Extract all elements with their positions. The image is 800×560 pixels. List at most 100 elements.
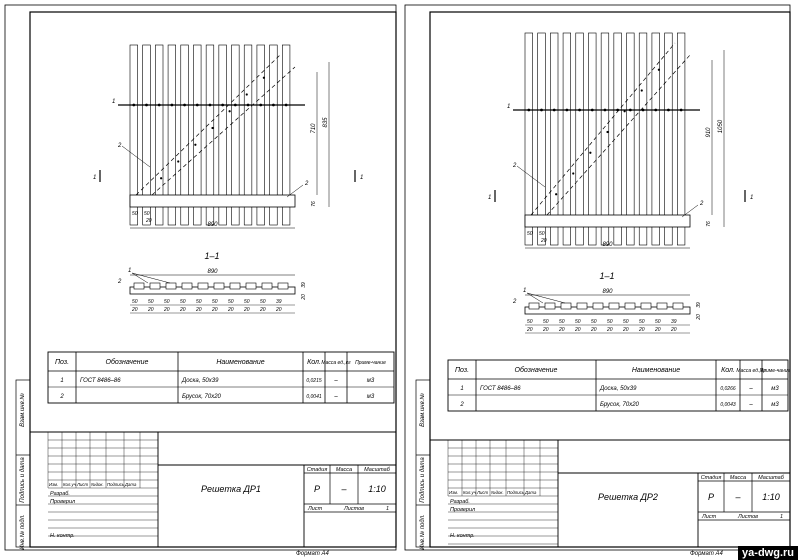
bottom-rail — [524, 214, 691, 228]
tb-sheet-label: Лист — [307, 506, 323, 512]
tb-col_sign: Подпись — [107, 482, 125, 487]
dim-w50b: 50 — [539, 231, 545, 237]
section-dim-row2: 20 — [542, 327, 549, 333]
section-dim: 50 — [575, 319, 581, 325]
tb-stage: Р — [314, 484, 320, 494]
callout-2b: 2 — [699, 201, 704, 207]
side-label: Подпись и дата — [20, 457, 26, 503]
fence-board — [193, 44, 202, 226]
section-board — [149, 282, 161, 290]
drawing-frame — [29, 11, 397, 548]
section-callout-2: 2 — [512, 299, 517, 305]
fence-board — [218, 44, 227, 226]
section-width-text: 890 — [207, 269, 218, 275]
fence-board — [651, 32, 660, 246]
spec-cell-designation: ГОСТ 8486–86 — [480, 386, 521, 392]
spec-table — [447, 359, 789, 412]
section-board — [608, 302, 620, 310]
section-callout-1: 1 — [523, 288, 526, 294]
rail-nail — [170, 103, 174, 107]
section-dim-row2: 20 — [670, 327, 677, 333]
section-board — [560, 302, 572, 310]
callout-2b-leader — [286, 184, 304, 198]
section-h2: 20 — [696, 314, 702, 321]
tb-stage-label: Стадия — [701, 475, 722, 481]
spec-cell-mass: – — [333, 378, 338, 384]
spec-cell-designation: ГОСТ 8486–86 — [80, 378, 121, 384]
drawing-title: Решетка ДР1 — [201, 484, 261, 494]
tb-nkontr: Н. контр. — [50, 533, 75, 539]
side-label: Взам.инв.№ — [19, 393, 26, 427]
spec-table — [47, 351, 395, 404]
fence-board — [243, 44, 253, 226]
spec-cell-pos: 1 — [60, 378, 63, 384]
cut-label-right: 1 — [750, 195, 753, 201]
fence-board — [550, 32, 559, 246]
tb-stage: Р — [708, 492, 714, 502]
spec-cell-note: м3 — [771, 402, 779, 408]
brace-nail — [623, 110, 626, 113]
brace-nail — [177, 160, 180, 163]
spec-cell-mass: – — [748, 386, 753, 392]
callout-2b: 2 — [304, 181, 309, 187]
fence-board — [231, 44, 240, 226]
spec-cell-qty: 0,0043 — [720, 402, 736, 408]
tb-col_izm: Изм. — [449, 490, 458, 495]
spec-cell-pos: 1 — [460, 386, 463, 392]
side-label: Инв.№ подл. — [19, 514, 26, 550]
tb-mass-label: Масса — [730, 475, 746, 481]
tb-scale-label: Масштаб — [758, 475, 785, 481]
section-dim: 50 — [591, 319, 597, 325]
format-label: Формат А4 — [690, 551, 723, 557]
spec-cell-pos: 2 — [59, 394, 64, 400]
section-dim-row2: 20 — [574, 327, 581, 333]
section-board — [277, 282, 289, 290]
diagonal-brace-b — [546, 54, 691, 216]
section-dim-row2: 20 — [638, 327, 645, 333]
tb-sheets: 1 — [386, 506, 389, 512]
fence-board — [256, 44, 265, 226]
dim-w50b: 50 — [144, 211, 150, 217]
rail-nail — [272, 103, 275, 107]
rail-nail — [132, 103, 136, 107]
spec-header-name: Наименование — [632, 367, 680, 374]
fence-board — [626, 32, 635, 246]
brace-nail — [194, 143, 197, 146]
brace-nail — [606, 130, 609, 134]
section-dim-row2: 20 — [526, 327, 533, 333]
dim-total-height-text: 1050 — [718, 119, 724, 133]
cut-label-left: 1 — [488, 195, 491, 201]
rail-nail — [641, 108, 645, 112]
section-dim-row2: 20 — [179, 307, 186, 313]
dim-width-text: 890 — [207, 222, 218, 228]
fence-board — [282, 44, 291, 226]
fence-board — [205, 44, 215, 226]
fence-board — [524, 32, 533, 246]
fence-board — [155, 44, 164, 226]
fence-board — [677, 32, 686, 246]
fence-board — [180, 44, 189, 226]
section-board — [165, 282, 177, 290]
brace-nail — [555, 193, 558, 196]
rail-nail — [590, 108, 594, 112]
spec-header-pos: Поз. — [455, 367, 469, 374]
section-callout-leader2 — [526, 292, 566, 304]
spec-header-note: Приме-чание — [355, 360, 386, 366]
side-label: Подпись и дата — [420, 457, 426, 503]
section-dim-row2: 20 — [211, 307, 218, 313]
section-board — [213, 282, 225, 290]
format-label: Формат А4 — [296, 551, 329, 557]
drawing-frame — [429, 11, 791, 548]
section-board — [133, 282, 145, 290]
section-dim-row2: 20 — [275, 307, 282, 313]
brace-nail — [160, 177, 163, 180]
tb-col_sign: Подпись — [507, 490, 525, 495]
tb-col_kol: Кол.уч — [463, 490, 477, 495]
tb-stage-label: Стадия — [307, 467, 328, 473]
brace-nail — [211, 126, 214, 130]
section-dim-row2: 20 — [147, 307, 154, 313]
rail-nail — [527, 108, 531, 112]
diagonal-brace-b — [151, 66, 296, 196]
section-h1: 39 — [301, 282, 307, 288]
